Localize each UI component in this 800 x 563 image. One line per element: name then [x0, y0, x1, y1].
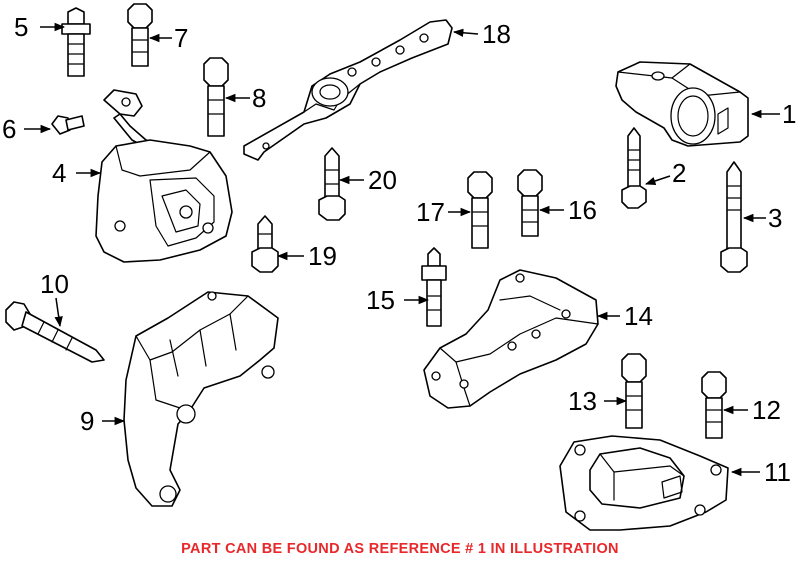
callout-numbers: 1 2 3 4 5 6 7 8 9 10 11 12 13 14 15 16 1… — [2, 12, 796, 487]
callout-4: 4 — [52, 158, 66, 188]
callout-19: 19 — [308, 241, 337, 271]
part-5-bolt[interactable] — [61, 7, 91, 77]
part-11-transmission-mount[interactable] — [559, 435, 729, 531]
part-20-bolt[interactable] — [318, 147, 346, 221]
callout-13: 13 — [568, 386, 597, 416]
part-8-bolt[interactable] — [203, 57, 229, 137]
leader-2 — [645, 175, 671, 185]
leader-18 — [452, 28, 479, 37]
callout-12: 12 — [752, 395, 781, 425]
callout-7: 7 — [174, 23, 188, 53]
part-1-bushing-mount[interactable] — [615, 61, 749, 147]
callout-3: 3 — [768, 203, 782, 233]
callout-11: 11 — [764, 457, 791, 487]
callout-16: 16 — [568, 195, 597, 225]
part-15-stud[interactable] — [421, 247, 447, 327]
part-6-bolt[interactable] — [51, 115, 85, 135]
part-13-bolt[interactable] — [621, 353, 647, 429]
callout-8: 8 — [252, 83, 266, 113]
reference-note: PART CAN BE FOUND AS REFERENCE # 1 IN IL… — [181, 541, 619, 557]
callout-9: 9 — [80, 406, 94, 436]
part-17-bolt[interactable] — [467, 171, 493, 249]
part-18-torque-rod[interactable] — [243, 19, 453, 161]
part-16-bolt[interactable] — [517, 169, 543, 237]
leader-lines — [24, 22, 780, 477]
part-2-bolt[interactable] — [621, 127, 647, 209]
callout-1: 1 — [782, 99, 796, 129]
callout-10: 10 — [40, 269, 69, 299]
callout-5: 5 — [14, 12, 28, 42]
part-4-engine-mount[interactable] — [95, 89, 233, 263]
part-12-bolt[interactable] — [701, 371, 727, 439]
callout-6: 6 — [2, 114, 16, 144]
callout-14: 14 — [624, 301, 653, 331]
callout-15: 15 — [366, 285, 395, 315]
callout-17: 17 — [416, 197, 445, 227]
callout-20: 20 — [368, 165, 397, 195]
part-10-bolt[interactable] — [5, 301, 105, 363]
leader-10 — [54, 297, 63, 328]
part-19-bolt[interactable] — [251, 215, 279, 273]
callout-18: 18 — [482, 19, 511, 49]
part-14-transmission-support[interactable] — [423, 269, 599, 409]
part-7-bolt[interactable] — [127, 3, 153, 67]
part-9-bracket[interactable] — [123, 291, 279, 507]
callout-2: 2 — [672, 158, 686, 188]
part-3-bolt[interactable] — [720, 161, 748, 273]
